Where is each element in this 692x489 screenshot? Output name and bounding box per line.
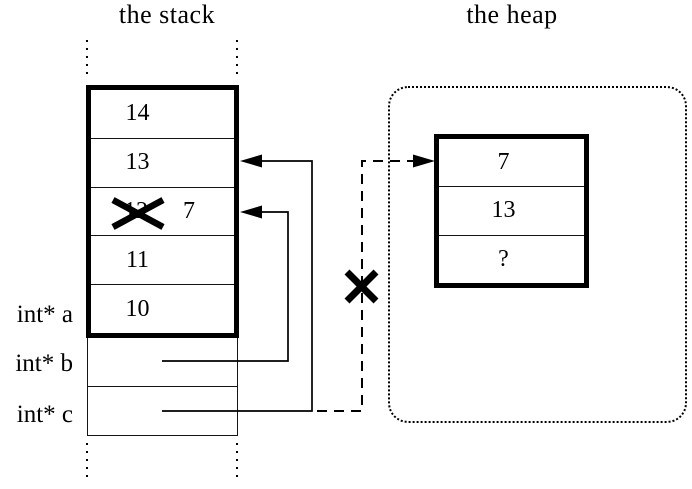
stack-cell-value: 10 [125,295,150,322]
stack-cell: 10 [91,284,234,333]
pointer-cell-c [88,386,237,435]
heap-cell: 7 [439,139,584,186]
label-int-ptr-b: int* b [15,350,73,377]
heap-cell-value: ? [498,245,509,272]
pointer-b-arrowhead-icon [240,205,262,219]
stack-guide-dotted-lines [86,40,238,483]
invalid-pointer-x-icon [344,269,379,304]
stack-cell: 13 [91,137,234,187]
heap-cell-value: 7 [497,149,510,176]
pointer-b-line [162,211,289,362]
heap-cell: ? [439,234,584,283]
pointer-c-line [162,160,313,412]
heap-boundary [388,86,687,423]
pointer-c-arrowhead-icon [240,154,262,168]
stack-cell-value: 11 [125,246,150,273]
stack-cell: 11 [91,235,234,284]
pointer-cells-box [87,338,238,436]
stack-cell-value: 13 [125,149,150,176]
heap-title: the heap [466,0,558,29]
dangling-pointer-arrowhead-icon [413,154,435,168]
label-int-ptr-c: int* c [16,401,73,428]
stack-cell-new-value: 7 [183,197,195,224]
stack-cell: 14 [91,90,234,138]
label-int-ptr-a: int* a [16,301,73,328]
heap-cell-value: 13 [491,197,516,224]
heap-block-box: 7 13 ? [434,134,589,288]
heap-cell: 13 [439,186,584,234]
stack-title: the stack [118,0,216,29]
stack-cell-value: 14 [125,100,150,127]
